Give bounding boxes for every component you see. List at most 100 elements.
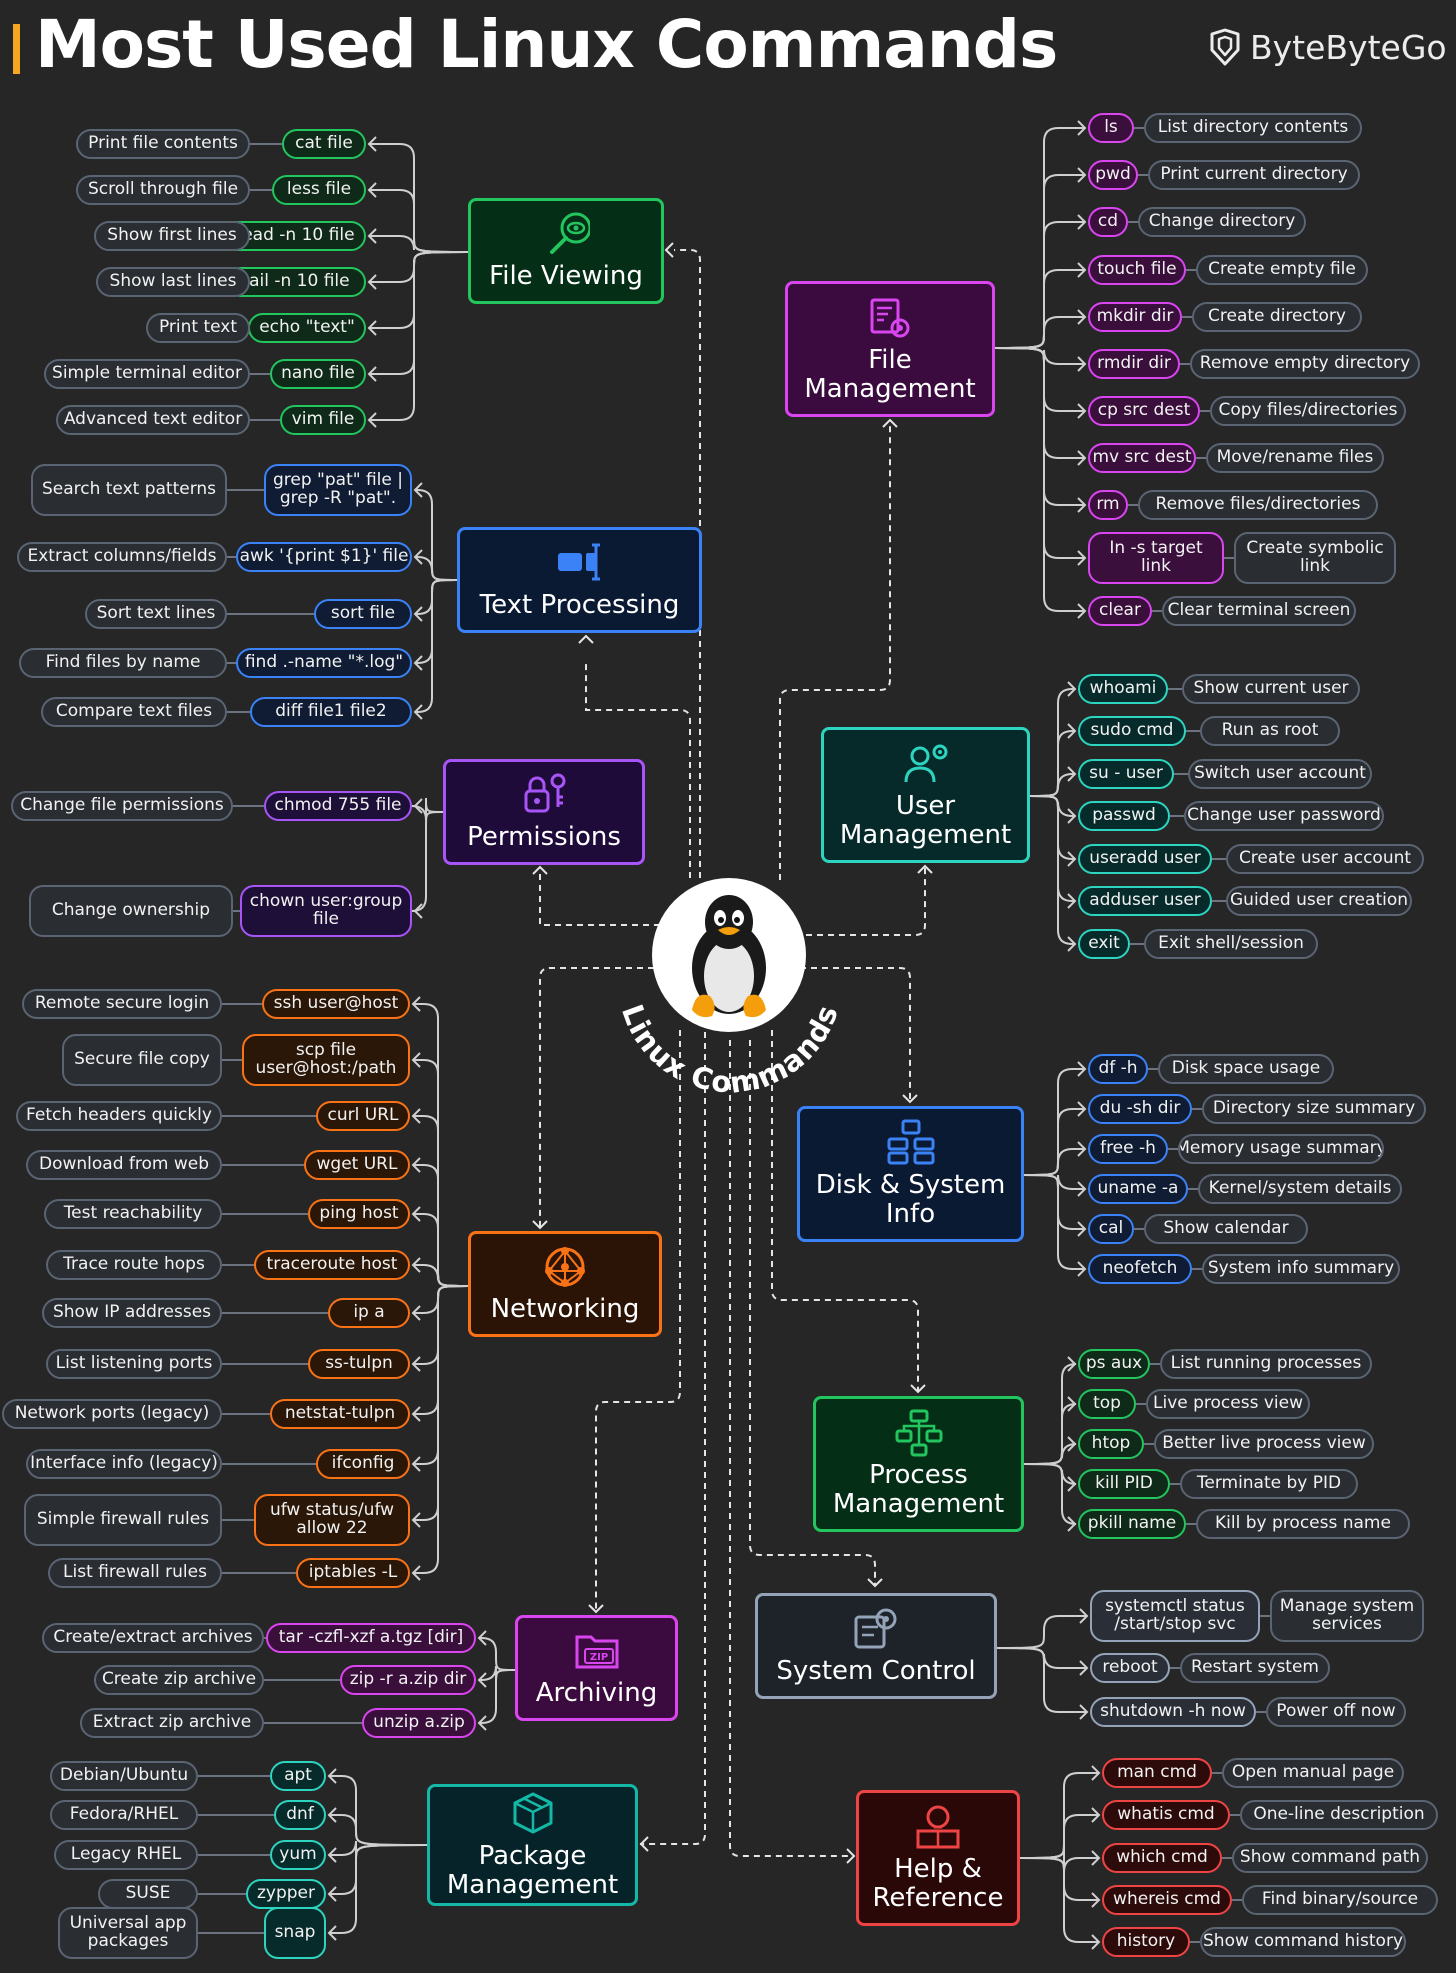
arrowhead (1091, 1892, 1101, 1908)
arrowhead (917, 864, 933, 874)
branch-line (994, 347, 1084, 612)
desc-pill: Test reachability (44, 1199, 222, 1229)
branch-line (414, 1285, 469, 1415)
desc-pill: Compare text files (41, 697, 227, 727)
desc-pill: Secure file copy (62, 1034, 222, 1086)
desc-pill: Change directory (1138, 207, 1306, 237)
desc-pill: Simple terminal editor (44, 359, 250, 389)
book-bulb-icon (916, 1805, 960, 1849)
arrowhead (411, 1108, 421, 1124)
arrowhead (1077, 497, 1087, 513)
desc-pill: Print current directory (1148, 160, 1360, 190)
hub-label: Management (832, 1489, 1005, 1519)
cmd-pill: diff file1 file2 (250, 697, 412, 727)
branch-line (1019, 1857, 1098, 1943)
branch-line (994, 316, 1084, 349)
desc-pill: Terminate by PID (1180, 1469, 1358, 1499)
arrowhead (882, 418, 898, 428)
arrowhead (1077, 1141, 1087, 1157)
desc-pill: Extract zip archive (80, 1708, 264, 1738)
desc-pill: Create/extract archives (42, 1623, 264, 1653)
arrowhead (1067, 808, 1077, 824)
desc-pill: SUSE (98, 1879, 198, 1909)
cmd-pill: which cmd (1102, 1843, 1222, 1873)
arrowhead (411, 1565, 421, 1581)
cmd-pill: yum (270, 1840, 326, 1870)
arrowhead (411, 1512, 421, 1528)
branch-line (414, 1285, 469, 1521)
cmd-pill: echo "text" (248, 313, 366, 343)
desc-pill: Remove files/directories (1138, 490, 1378, 520)
arrowhead (1077, 550, 1087, 566)
branch-line (996, 1615, 1086, 1649)
desc-pill: List running processes (1160, 1349, 1372, 1379)
arrowhead (477, 1715, 487, 1731)
cmd-pill: whoami (1078, 674, 1168, 704)
cmd-pill: su - user (1078, 759, 1174, 789)
arrowhead (846, 1848, 856, 1864)
center-link-help-reference (729, 1040, 852, 1857)
desc-pill: Exit shell/session (1144, 929, 1318, 959)
arrowhead (1077, 603, 1087, 619)
cmd-pill: pkill name (1078, 1509, 1186, 1539)
arrowhead (367, 412, 377, 428)
branch-line (330, 1775, 428, 1846)
arrowhead (1079, 1704, 1089, 1720)
cmd-pill: In -s target link (1088, 532, 1224, 584)
branch-line (414, 1213, 469, 1287)
cmd-pill: snap (264, 1907, 326, 1959)
cmd-pill: ping host (308, 1199, 410, 1229)
desc-pill: Show calendar (1144, 1214, 1308, 1244)
process-tree-icon (895, 1409, 942, 1457)
arrowhead (477, 1672, 487, 1688)
hub-label: Text Processing (479, 590, 680, 621)
branch-line (1019, 1857, 1098, 1901)
desc-pill: Print text (146, 313, 250, 343)
desc-pill: Sort text lines (85, 599, 227, 629)
eye-magnifier-icon (550, 212, 590, 255)
center-link-file-viewing (674, 249, 701, 878)
cmd-pill: man cmd (1102, 1758, 1212, 1788)
desc-pill: System info summary (1202, 1254, 1400, 1284)
package-box-icon (513, 1792, 552, 1834)
desc-pill: Trace route hops (46, 1250, 222, 1280)
cmd-pill: sort file (314, 599, 412, 629)
desc-pill: Show command path (1232, 1843, 1428, 1873)
arrowhead (367, 228, 377, 244)
hub-label: Management (446, 1870, 619, 1900)
desc-pill: Change ownership (29, 885, 233, 937)
cmd-pill: netstat-tulpn (270, 1399, 410, 1429)
arrowhead (1067, 851, 1077, 867)
arrowhead (1091, 1765, 1101, 1781)
brand-name: ByteByteGo (1250, 27, 1447, 67)
branch-line (330, 1844, 428, 1895)
arrowhead (411, 1157, 421, 1173)
cmd-pill: whereis cmd (1102, 1885, 1232, 1915)
desc-pill: Disk space usage (1158, 1054, 1334, 1084)
desc-pill: Create empty file (1196, 255, 1368, 285)
arrowhead (477, 1630, 487, 1646)
cmd-pill: find .-name "*.log" (236, 648, 412, 678)
arrowhead (1067, 1476, 1077, 1492)
cmd-pill: df -h (1088, 1054, 1148, 1084)
hub-label: User (895, 790, 956, 821)
hub-text-processing: Text Processing (457, 527, 702, 633)
hub-system-control: System Control (755, 1593, 997, 1699)
cmd-pill: clear (1088, 596, 1152, 626)
cmd-pill: rm (1088, 490, 1128, 520)
branch-line (1029, 688, 1074, 797)
center-link-disk-system (800, 967, 911, 1102)
arrowhead (411, 1305, 421, 1321)
branch-line (1029, 730, 1074, 797)
arrowhead (413, 549, 423, 565)
desc-pill: Power off now (1266, 1697, 1406, 1727)
page-title: Most Used Linux Commands (35, 6, 1058, 83)
arrowhead (1091, 1850, 1101, 1866)
arrowhead (1067, 936, 1077, 952)
text-cursor-icon (557, 543, 600, 581)
branch-line (414, 1115, 469, 1287)
